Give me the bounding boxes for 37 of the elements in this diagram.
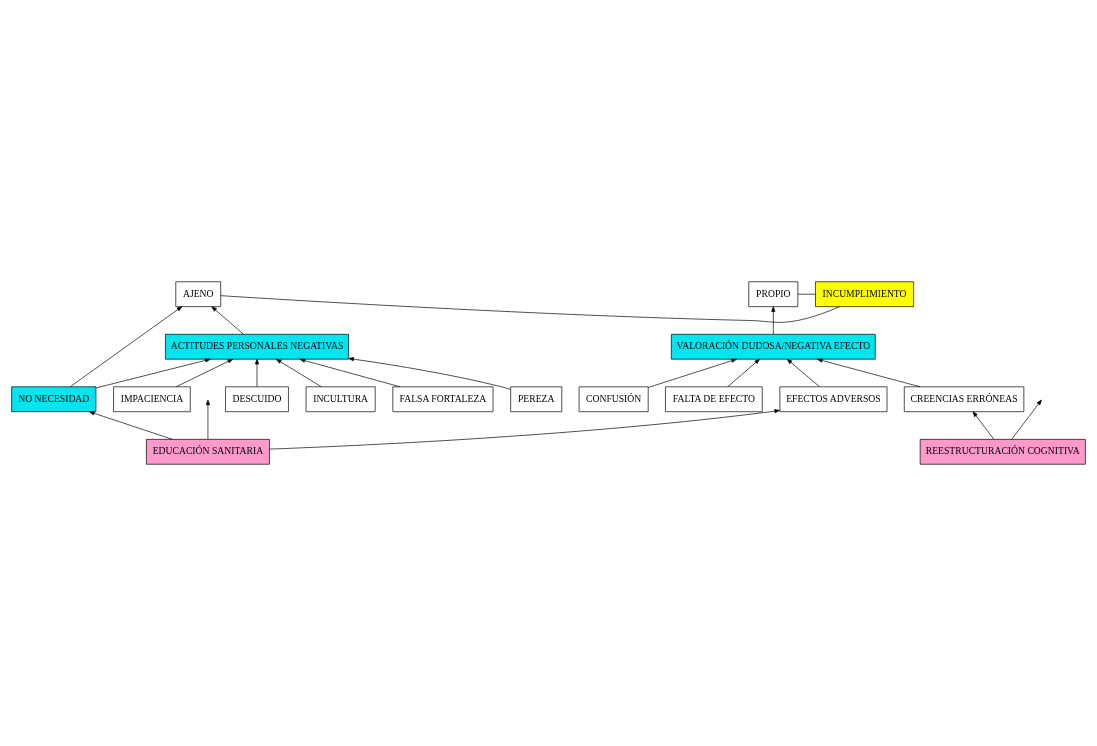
- node-box: FALSA FORTALEZA: [392, 386, 494, 413]
- node-box: DESCUIDO: [225, 386, 289, 413]
- arrow: [89, 411, 173, 440]
- node-box: ACTITUDES PERSONALES NEGATIVAS: [165, 333, 349, 360]
- node-box: CREENCIAS ERRÓNEAS: [903, 386, 1025, 413]
- node-box: NO NECESIDAD: [11, 386, 97, 413]
- node-box: EFECTOS ADVERSOS: [779, 386, 888, 413]
- arrow: [817, 358, 921, 388]
- node-box: INCUMPLIMIENTO: [815, 281, 914, 307]
- arrow: [786, 358, 820, 388]
- arrow: [299, 358, 401, 388]
- arrow: [211, 306, 244, 335]
- arrow: [727, 358, 760, 388]
- arrow: [95, 358, 211, 389]
- connector: [220, 295, 840, 323]
- node-box: INCULTURA: [305, 386, 376, 413]
- node-box: IMPACIENCIA: [113, 386, 191, 413]
- arrow: [254, 358, 260, 388]
- node-box: PEREZA: [510, 386, 563, 413]
- arrow: [771, 306, 776, 335]
- node-box: FALTA DE EFECTO: [665, 386, 763, 413]
- arrow: [647, 358, 737, 388]
- node-box: CONFUSIÓN: [578, 386, 649, 413]
- node-box: AJENO: [175, 281, 222, 307]
- node-box: VALORACIÓN DUDOSA/NEGATIVA EFECTO: [671, 333, 876, 360]
- node-box: EDUCACIÓN SANITARIA: [146, 439, 270, 465]
- arrow: [70, 306, 183, 388]
- arrow: [348, 357, 511, 390]
- node-box: PROPIO: [748, 281, 799, 307]
- arrow: [269, 409, 780, 450]
- node-box: REESTRUCTURACIÓN COGNITIVA: [919, 439, 1086, 465]
- arrow: [175, 358, 234, 388]
- arrow: [972, 411, 995, 440]
- arrow: [205, 399, 210, 440]
- arrow: [1011, 399, 1042, 440]
- connector: [797, 293, 816, 295]
- arrow: [275, 358, 322, 388]
